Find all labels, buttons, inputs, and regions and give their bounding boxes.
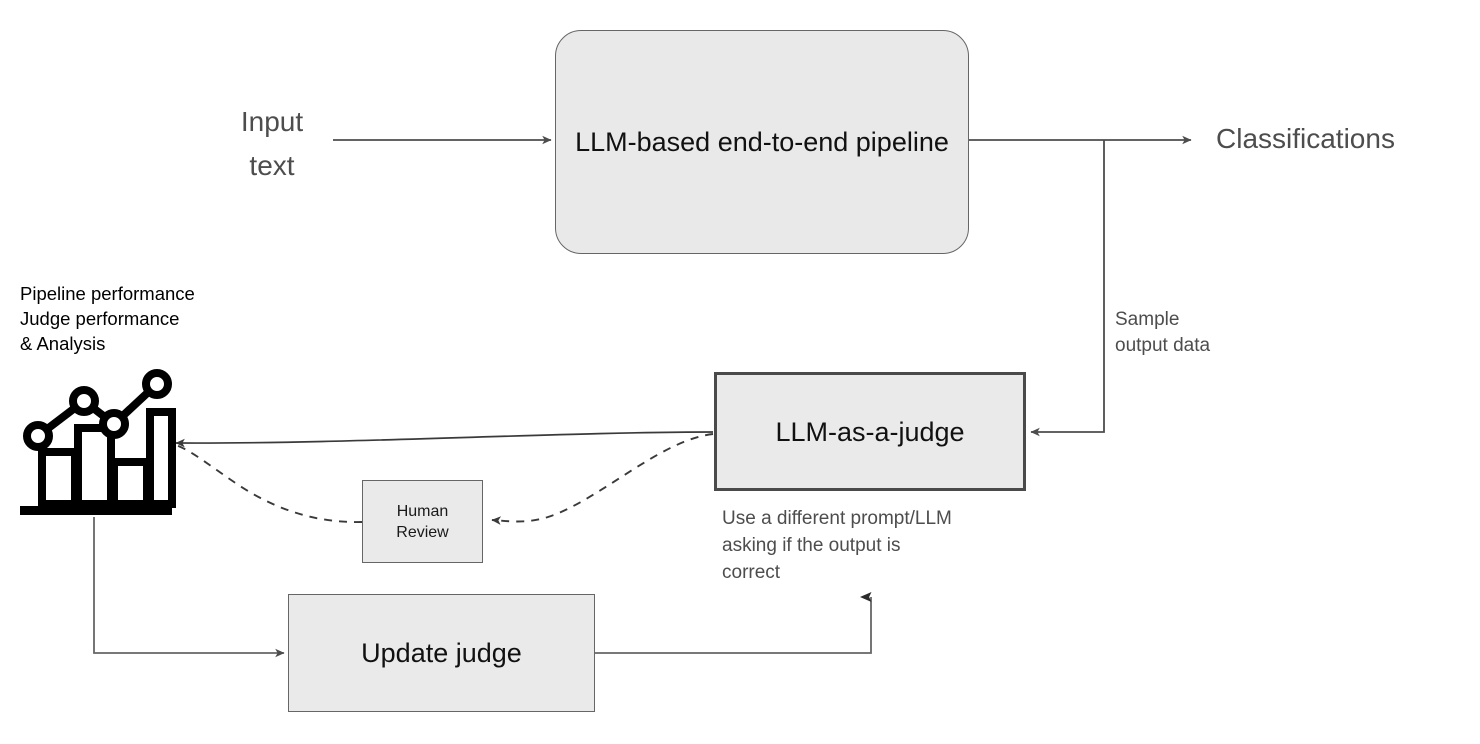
edge-update-judge-to-judge — [595, 592, 872, 654]
human-review-node[interactable]: Human Review — [362, 480, 483, 563]
analysis-label: Pipeline performance Judge performance &… — [20, 283, 195, 354]
judge-note-label: Use a different prompt/LLM asking if the… — [722, 508, 952, 583]
judge-node-label: LLM-as-a-judge — [775, 416, 965, 447]
update-judge-node-label: Update judge — [361, 638, 522, 668]
edge-human-review-to-chart — [175, 444, 363, 523]
update-judge-node[interactable]: Update judge — [288, 594, 595, 712]
edge-judge-to-chart — [175, 431, 714, 448]
human-review-node-label: Human Review — [396, 502, 449, 541]
pipeline-node[interactable]: LLM-based end-to-end pipeline — [555, 30, 969, 254]
edge-pipeline-to-judge — [1030, 140, 1105, 437]
classifications-label: Classifications — [1216, 123, 1395, 154]
bar-line-chart-icon — [20, 369, 176, 515]
judge-node[interactable]: LLM-as-a-judge — [714, 372, 1026, 491]
edge-judge-to-human-review — [491, 433, 714, 525]
sample-output-data-label: Sample output data — [1115, 309, 1211, 356]
input-text-label: Input text — [240, 106, 304, 181]
edge-chart-to-update-judge — [93, 517, 285, 658]
pipeline-node-label: LLM-based end-to-end pipeline — [575, 126, 949, 157]
